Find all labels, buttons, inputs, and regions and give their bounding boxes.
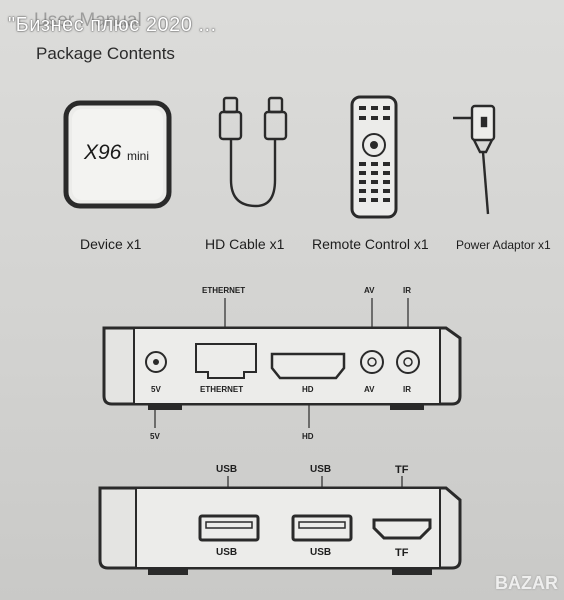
remote-control-illustration <box>350 95 398 219</box>
item-label-device: Device x1 <box>80 236 142 252</box>
item-label-remote-control: Remote Control x1 <box>312 236 429 252</box>
device-illustration <box>63 100 172 209</box>
power-adaptor-illustration <box>453 104 496 215</box>
item-label-power-adaptor: Power Adaptor x1 <box>456 238 551 252</box>
rear-port-label-ethernet: ETHERNET <box>200 385 244 394</box>
side-port-label-tf: TF <box>395 547 409 559</box>
side-top-label-usb-2: USB <box>310 464 332 475</box>
rear-port-label-ir: IR <box>403 385 411 394</box>
rear-bottom-label-5v: 5V <box>150 432 160 441</box>
side-top-label-tf: TF <box>395 464 409 476</box>
rear-top-label-av: AV <box>364 286 375 295</box>
listing-title-overlay: "Бизнес плюс 2020 ... <box>8 14 217 36</box>
rear-panel-illustration <box>102 298 462 428</box>
side-top-label-usb-1: USB <box>216 464 238 475</box>
rear-bottom-label-hd: HD <box>302 432 314 441</box>
side-port-label-usb-2: USB <box>310 547 332 558</box>
device-brand: X96 <box>84 141 122 164</box>
rear-port-label-av: AV <box>364 385 375 394</box>
rear-port-label-5v: 5V <box>151 385 161 394</box>
device-model: mini <box>127 149 150 163</box>
hd-cable-illustration <box>218 96 288 208</box>
side-panel-illustration <box>98 476 462 575</box>
side-port-label-usb-1: USB <box>216 547 238 558</box>
section-title: Package Contents <box>36 44 175 63</box>
rear-top-label-ir: IR <box>403 286 411 295</box>
item-label-hd-cable: HD Cable x1 <box>205 236 285 252</box>
rear-top-label-ethernet: ETHERNET <box>202 286 246 295</box>
manual-title: User Manual <box>34 10 142 31</box>
rear-port-label-hd: HD <box>302 385 314 394</box>
watermark-logo: BAZAR <box>495 573 558 593</box>
